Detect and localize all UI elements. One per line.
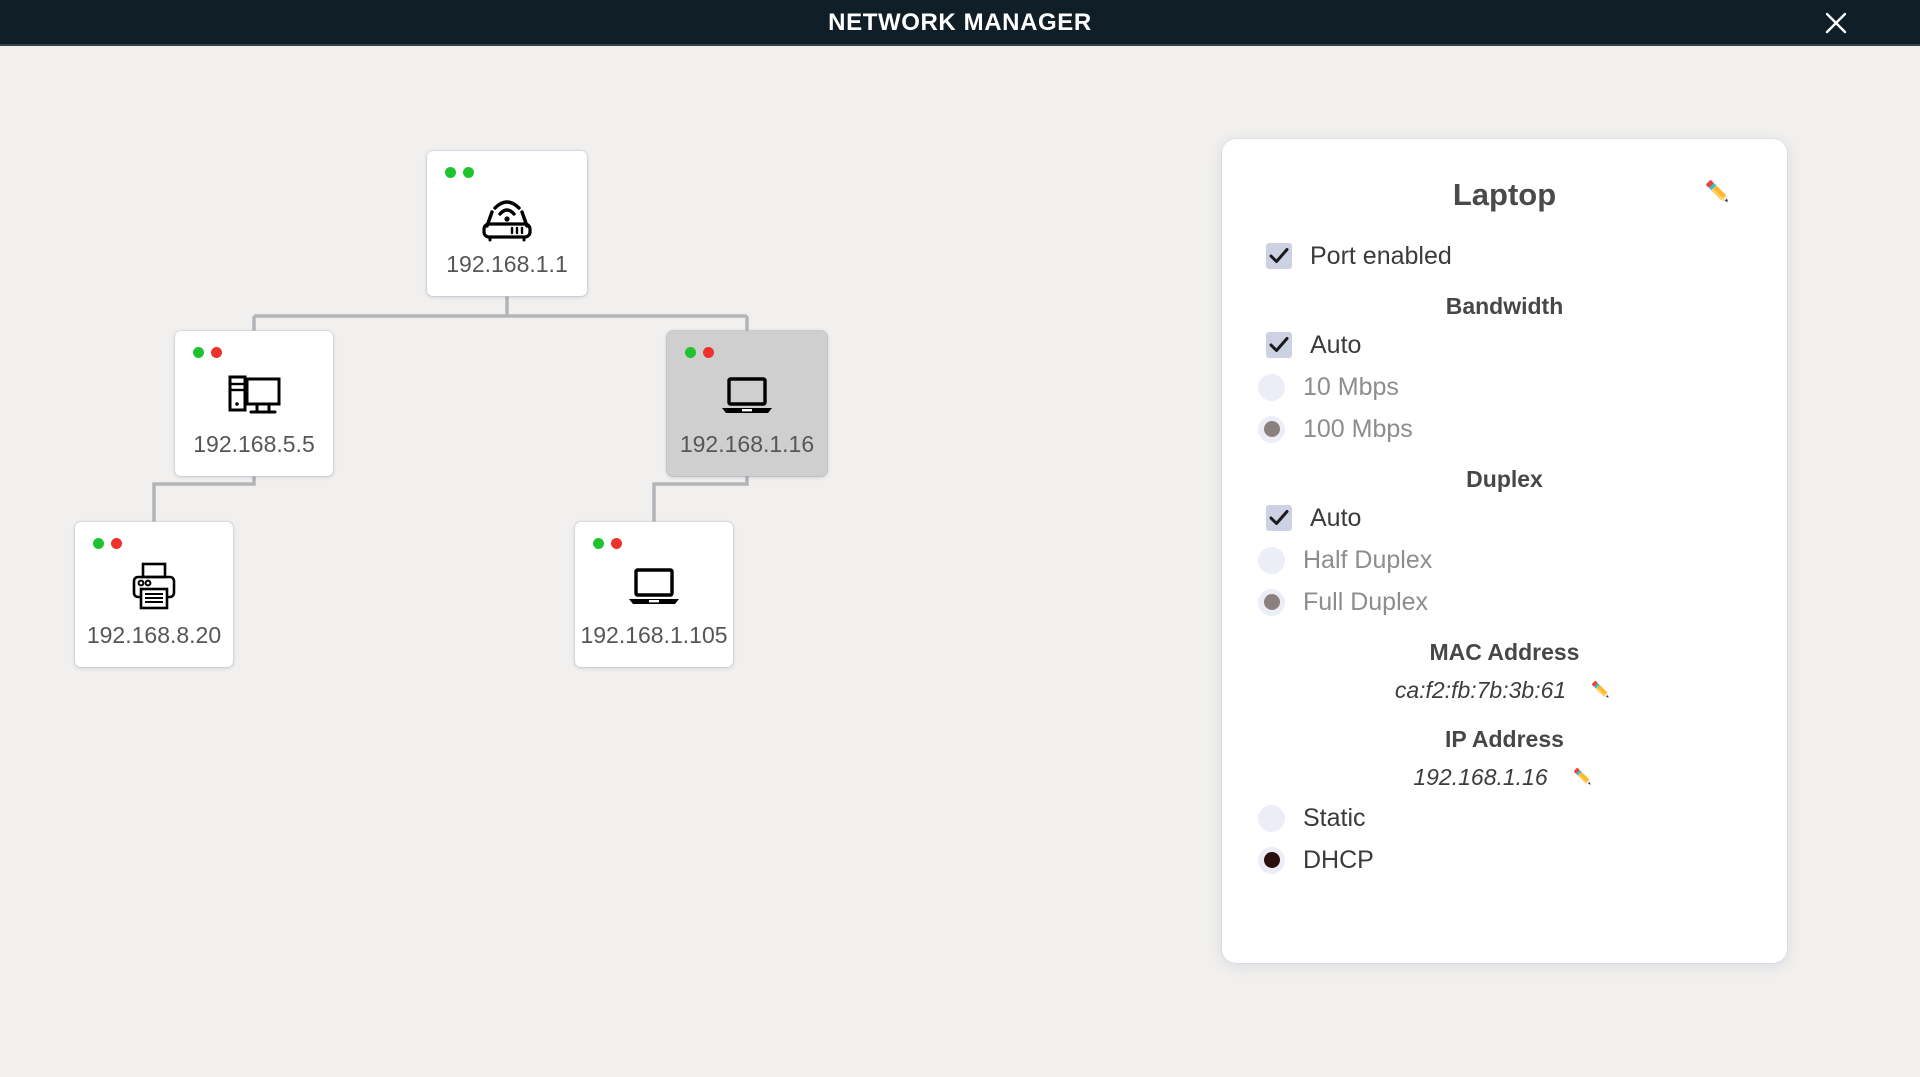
radio-inner — [1264, 810, 1280, 826]
duplex-option-half[interactable]: Half Duplex — [1222, 539, 1787, 581]
device-details-panel: Laptop Port enabled Bandwidth — [1222, 139, 1787, 963]
status-dot-green — [593, 538, 604, 549]
status-dot-red — [111, 538, 122, 549]
bandwidth-option-10mbps[interactable]: 10 Mbps — [1222, 366, 1787, 408]
topology-node-laptop-selected[interactable]: 192.168.1.16 — [667, 331, 827, 476]
status-dot-green — [193, 347, 204, 358]
status-dot-green — [93, 538, 104, 549]
status-dot-green — [685, 347, 696, 358]
bandwidth-option-100mbps[interactable]: 100 Mbps — [1222, 408, 1787, 450]
duplex-option-auto[interactable]: Auto — [1222, 497, 1787, 539]
node-ip-label: 192.168.1.16 — [679, 431, 815, 457]
static-radio[interactable] — [1258, 804, 1285, 832]
node-ip-label: 192.168.1.105 — [580, 622, 728, 648]
radio-inner — [1264, 552, 1280, 568]
bandwidth-100mbps-radio[interactable] — [1258, 415, 1285, 443]
status-dots — [593, 538, 622, 549]
status-dots — [193, 347, 222, 358]
node-ip-label: 192.168.8.20 — [86, 622, 222, 648]
radio-inner — [1263, 852, 1280, 868]
panel-header: Laptop — [1222, 139, 1787, 235]
ip-address-heading: IP Address — [1445, 726, 1564, 752]
desktop-computer-icon — [175, 365, 333, 427]
topology-node-laptop-2[interactable]: 192.168.1.105 — [575, 522, 733, 667]
duplex-full-label: Full Duplex — [1303, 587, 1429, 616]
bandwidth-heading: Bandwidth — [1445, 293, 1564, 319]
ip-address-value: 192.168.1.16 — [1413, 763, 1548, 790]
topology-node-printer[interactable]: 192.168.8.20 — [75, 522, 233, 667]
pencil-icon[interactable] — [1588, 677, 1614, 703]
mac-address-heading: MAC Address — [1429, 639, 1580, 665]
node-ip-label: 192.168.5.5 — [193, 431, 315, 457]
dhcp-radio[interactable] — [1258, 846, 1285, 874]
duplex-auto-checkbox[interactable] — [1266, 505, 1292, 531]
bandwidth-10mbps-radio[interactable] — [1258, 373, 1285, 401]
topology-node-router[interactable]: 192.168.1.1 — [427, 151, 587, 296]
radio-inner — [1263, 594, 1280, 610]
port-enabled-label: Port enabled — [1310, 241, 1452, 270]
static-label: Static — [1303, 803, 1366, 832]
node-ip-label: 192.168.1.1 — [446, 251, 568, 277]
page-title: Laptop — [1452, 177, 1557, 212]
duplex-half-label: Half Duplex — [1303, 545, 1433, 574]
status-dot-red — [611, 538, 622, 549]
bandwidth-10mbps-label: 10 Mbps — [1303, 372, 1399, 401]
port-enabled-row[interactable]: Port enabled — [1222, 235, 1787, 277]
printer-icon — [75, 556, 233, 618]
pencil-icon[interactable] — [1570, 764, 1596, 790]
wifi-router-icon — [427, 185, 587, 247]
radio-inner — [1263, 421, 1280, 437]
status-dot-red — [703, 347, 714, 358]
status-dot-green — [463, 167, 474, 178]
pencil-icon[interactable] — [1701, 175, 1735, 209]
addressing-option-dhcp[interactable]: DHCP — [1222, 839, 1787, 881]
addressing-option-static[interactable]: Static — [1222, 797, 1787, 839]
laptop-icon — [575, 556, 733, 618]
status-dots — [685, 347, 714, 358]
status-dots — [93, 538, 122, 549]
bandwidth-100mbps-label: 100 Mbps — [1303, 414, 1413, 443]
laptop-icon — [667, 365, 827, 427]
window-titlebar: NETWORK MANAGER — [0, 0, 1920, 46]
mac-address-value-row: ca:f2:fb:7b:3b:61 — [1222, 670, 1787, 710]
bandwidth-option-auto[interactable]: Auto — [1222, 324, 1787, 366]
status-dot-green — [445, 167, 456, 178]
radio-inner — [1264, 379, 1280, 395]
network-topology-canvas: 192.168.1.1 192.168.5.5 — [0, 46, 1160, 1077]
duplex-option-full[interactable]: Full Duplex — [1222, 581, 1787, 623]
duplex-heading: Duplex — [1466, 466, 1543, 492]
duplex-auto-label: Auto — [1310, 503, 1362, 532]
topology-node-desktop[interactable]: 192.168.5.5 — [175, 331, 333, 476]
bandwidth-auto-label: Auto — [1310, 330, 1362, 359]
mac-address-value: ca:f2:fb:7b:3b:61 — [1394, 676, 1567, 703]
window-title: NETWORK MANAGER — [828, 9, 1092, 36]
dhcp-label: DHCP — [1303, 845, 1374, 874]
duplex-full-radio[interactable] — [1258, 588, 1285, 616]
close-icon[interactable] — [1818, 5, 1854, 41]
duplex-half-radio[interactable] — [1258, 546, 1285, 574]
ip-address-value-row: 192.168.1.16 — [1222, 757, 1787, 797]
bandwidth-auto-checkbox[interactable] — [1266, 332, 1292, 358]
status-dot-red — [211, 347, 222, 358]
port-enabled-checkbox[interactable] — [1266, 243, 1292, 269]
status-dots — [445, 167, 474, 178]
